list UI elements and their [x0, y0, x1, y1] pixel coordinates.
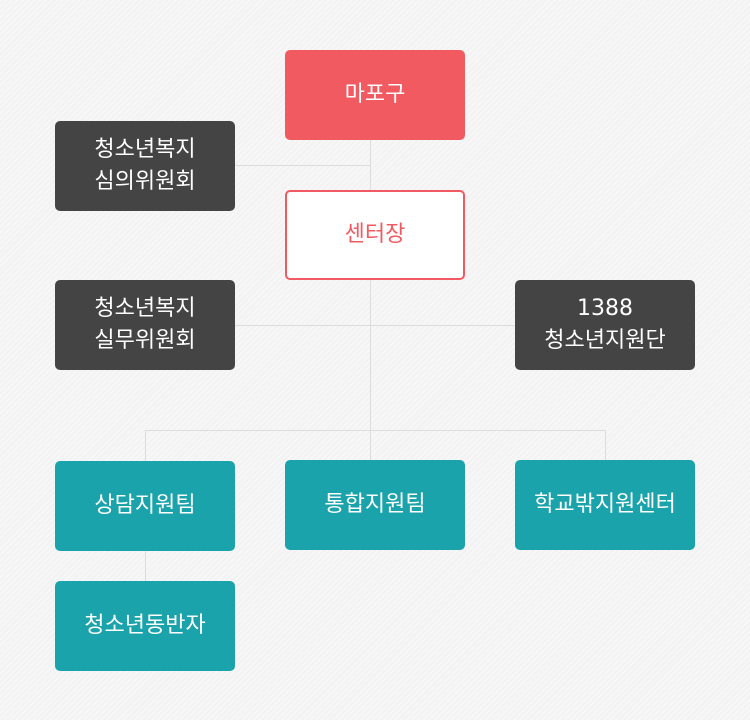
connector-sub-team: [145, 551, 146, 581]
node-youth-welfare-working-committee: 청소년복지 실무위원회: [55, 280, 235, 370]
connector-teams-bar: [145, 430, 605, 431]
node-youth-companion: 청소년동반자: [55, 581, 235, 671]
node-integrated-support-team: 통합지원팀: [285, 460, 465, 550]
node-out-of-school-support-center: 학교밖지원센터: [515, 460, 695, 550]
connector-simui: [235, 165, 370, 166]
connector-team-right: [605, 430, 606, 461]
node-mapo-gu: 마포구: [285, 50, 465, 140]
connector-main-trunk: [370, 140, 371, 461]
node-1388-youth-support-group: 1388 청소년지원단: [515, 280, 695, 370]
connector-team-left: [145, 430, 146, 461]
node-counseling-support-team: 상담지원팀: [55, 461, 235, 551]
connector-silmu-1388: [235, 325, 515, 326]
node-center-director: 센터장: [285, 190, 465, 280]
node-youth-welfare-review-committee: 청소년복지 심의위원회: [55, 121, 235, 211]
